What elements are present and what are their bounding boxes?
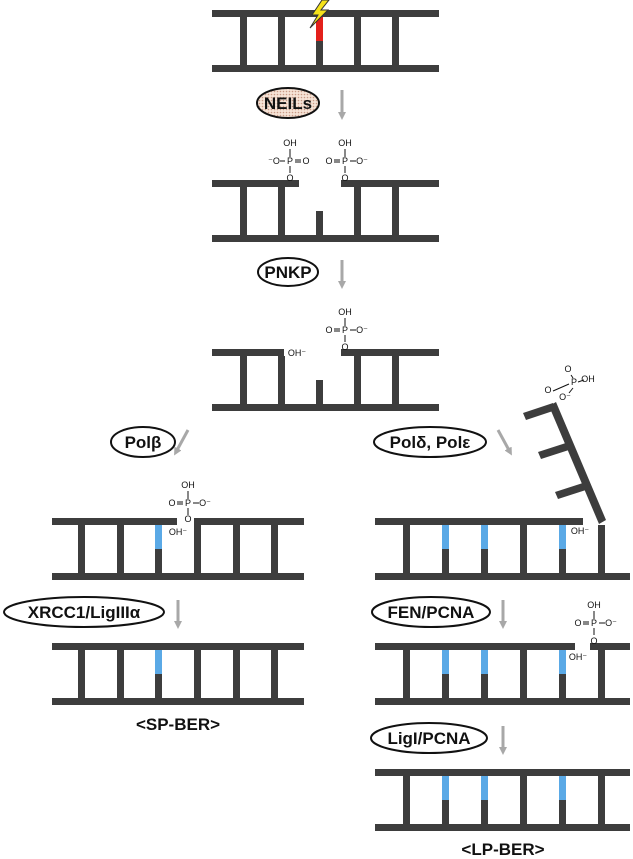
new-base [442, 525, 449, 549]
svg-text:O: O [544, 385, 551, 395]
phosphate-group: OH O P O⁻ O [325, 307, 368, 352]
svg-text:O: O [325, 156, 332, 166]
svg-text:OH⁻: OH⁻ [569, 652, 588, 662]
svg-text:OH: OH [181, 480, 195, 490]
enzyme-pnkp: PNKP [257, 257, 319, 287]
dna-gapped-2: OH⁻ [212, 348, 439, 411]
lesion-base [316, 17, 323, 41]
chem-oh: OH [283, 138, 297, 148]
enzyme-label: XRCC1/LigIIIα [28, 603, 141, 622]
phosphate-group-right: OH O P O⁻ O [325, 138, 368, 183]
svg-text:OH⁻: OH⁻ [169, 527, 188, 537]
enzyme-label: FEN/PCNA [388, 603, 475, 622]
svg-text:O⁻: O⁻ [199, 498, 211, 508]
new-base [559, 776, 566, 800]
new-base [155, 525, 162, 549]
enzyme-neils: NEILs [256, 87, 320, 119]
arrow-icon [496, 429, 512, 456]
enzyme-label: Polδ, Polε [390, 433, 471, 452]
arrow-icon [174, 429, 190, 456]
lightning-icon [309, 0, 330, 29]
enzyme-label: LigI/PCNA [387, 729, 470, 748]
svg-text:OH: OH [338, 307, 352, 317]
enzyme-label: Polβ [125, 433, 162, 452]
new-base [481, 650, 488, 674]
svg-text:OH: OH [587, 600, 601, 610]
dna-damaged [212, 0, 439, 72]
enzyme-xrcc1-ligIIIa: XRCC1/LigIIIα [3, 596, 165, 628]
svg-text:P: P [185, 498, 191, 508]
enzyme-label: PNKP [264, 263, 311, 282]
svg-text:O: O [168, 498, 175, 508]
svg-text:O: O [564, 364, 571, 374]
svg-text:O: O [325, 325, 332, 335]
svg-text:O⁻: O⁻ [356, 156, 368, 166]
new-base [481, 525, 488, 549]
dna-gapped-1 [212, 180, 439, 242]
chem-p: P [287, 156, 293, 166]
svg-text:P: P [571, 377, 577, 387]
pathway-label-lp-ber: <LP-BER> [461, 840, 544, 859]
svg-text:O: O [184, 514, 191, 524]
phosphate-group-left: OH ⁻O P O O [268, 138, 309, 183]
svg-text:P: P [342, 325, 348, 335]
svg-text:P: P [342, 156, 348, 166]
svg-text:O⁻: O⁻ [356, 325, 368, 335]
new-base [442, 650, 449, 674]
enzyme-fen-pcna: FEN/PCNA [371, 596, 491, 628]
enzyme-pol-beta: Polβ [110, 426, 176, 458]
svg-text:OH: OH [581, 374, 595, 384]
enzyme-label: NEILs [264, 94, 312, 113]
phosphate-group: OH O P O⁻ O [168, 480, 211, 524]
dna-sp-filled: OH⁻ [52, 518, 304, 580]
svg-text:OH⁻: OH⁻ [571, 526, 590, 536]
new-base [155, 650, 162, 674]
enzyme-pol-delta-epsilon: Polδ, Polε [373, 426, 487, 458]
svg-text:⁻O: ⁻O [268, 156, 280, 166]
dna-lp-repaired [375, 769, 630, 831]
svg-text:P: P [591, 618, 597, 628]
phosphate-group-flap: OH O P O⁻ O [544, 364, 594, 402]
svg-text:O: O [341, 173, 348, 183]
new-base [559, 525, 566, 549]
dna-lp-flap: OH⁻ [375, 402, 630, 580]
new-base [559, 650, 566, 674]
svg-text:O: O [574, 618, 581, 628]
svg-text:O⁻: O⁻ [605, 618, 617, 628]
svg-text:O⁻: O⁻ [559, 392, 571, 402]
dna-sp-repaired [52, 643, 304, 705]
enzyme-ligI-pcna: LigI/PCNA [370, 722, 488, 754]
new-base [442, 776, 449, 800]
svg-text:O: O [590, 636, 597, 646]
pathway-label-sp-ber: <SP-BER> [136, 715, 220, 734]
phosphate-group: OH O P O⁻ O [574, 600, 617, 646]
svg-text:OH⁻: OH⁻ [288, 348, 307, 358]
svg-text:O: O [286, 173, 293, 183]
new-base [481, 776, 488, 800]
svg-text:O: O [341, 342, 348, 352]
svg-text:OH: OH [338, 138, 352, 148]
dna-lp-nicked: OH⁻ [375, 643, 630, 705]
chem-o: O [302, 156, 309, 166]
